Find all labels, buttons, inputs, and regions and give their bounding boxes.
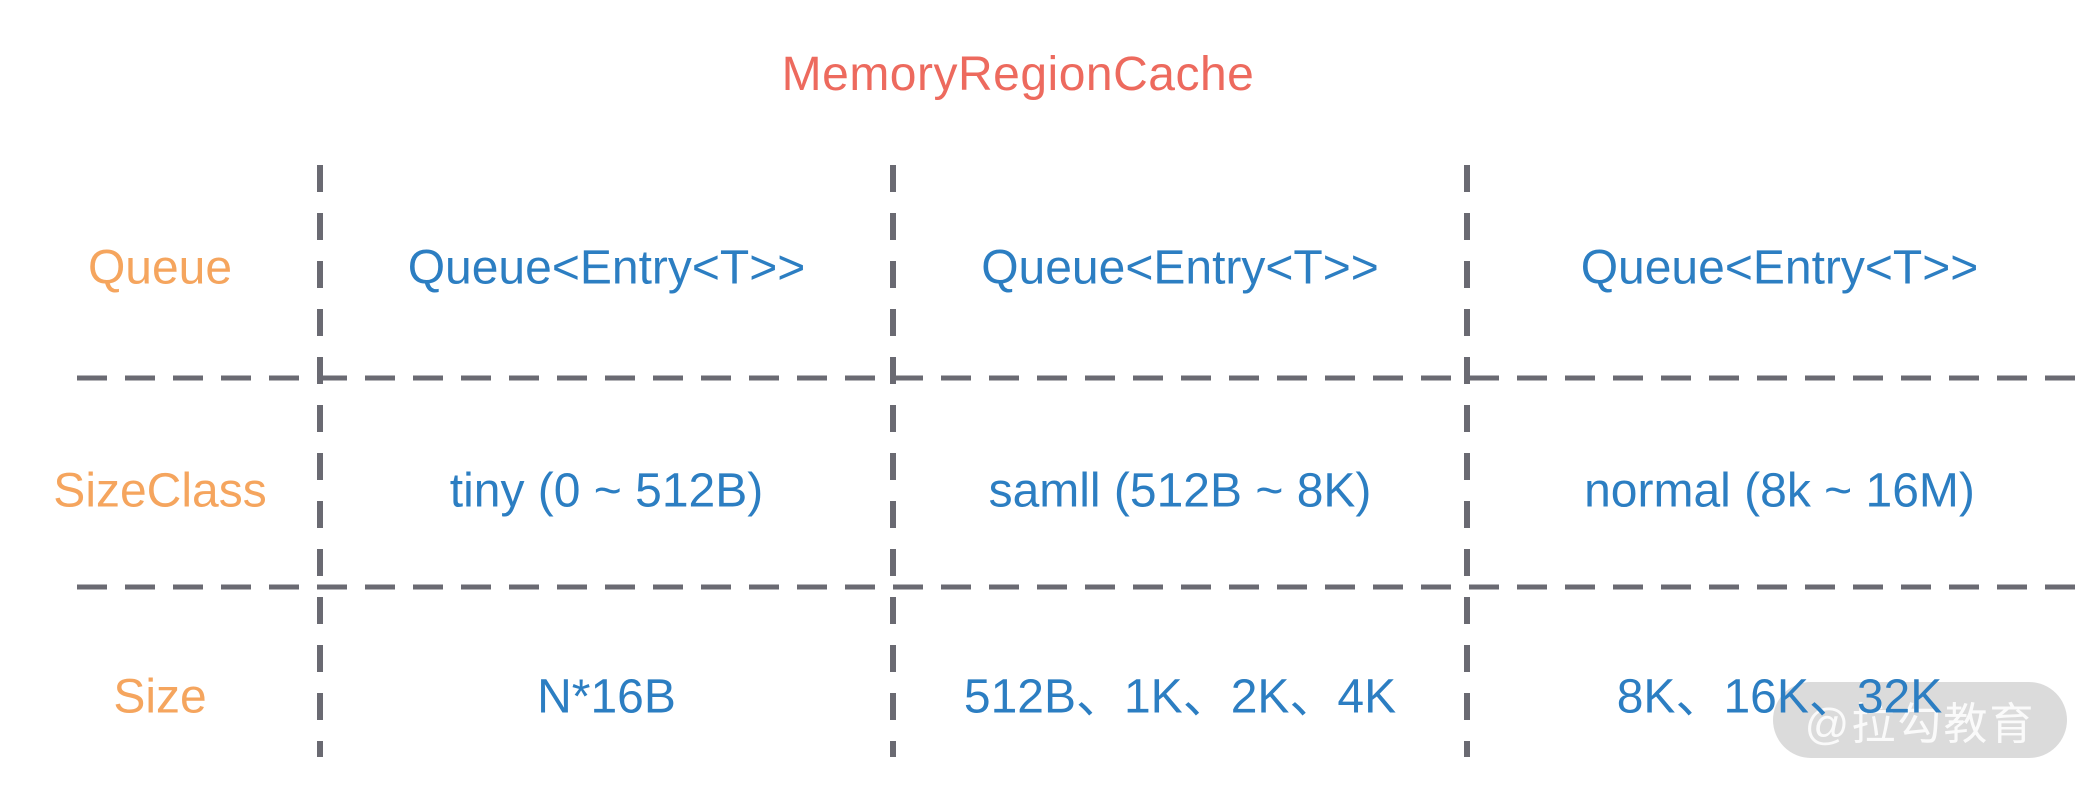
watermark-badge: @拉勾教育 bbox=[1773, 682, 2067, 758]
cell-size-col3: 8K、16K、32K bbox=[1616, 670, 1943, 724]
cell-queue-col3: Queue<Entry<T>> bbox=[1580, 241, 1979, 295]
watermark-text: @拉勾教育 bbox=[1804, 700, 2036, 749]
page-title: MemoryRegionCache bbox=[781, 48, 1255, 101]
row-label-queue: Queue bbox=[87, 241, 233, 295]
cell-size-col1: N*16B bbox=[537, 670, 676, 724]
cell-queue-col2: Queue<Entry<T>> bbox=[981, 241, 1379, 295]
cell-sizeclass-col1: tiny (0 ~ 512B) bbox=[449, 464, 764, 518]
cell-queue-col1: Queue<Entry<T>> bbox=[407, 241, 806, 295]
cell-sizeclass-col3: normal (8k ~ 16M) bbox=[1584, 464, 1975, 518]
row-label-sizeclass: SizeClass bbox=[53, 464, 267, 518]
cell-sizeclass-col2: samll (512B ~ 8K) bbox=[988, 464, 1372, 518]
cell-size-col2: 512B、1K、2K、4K bbox=[963, 670, 1397, 724]
row-label-size: Size bbox=[113, 670, 207, 724]
